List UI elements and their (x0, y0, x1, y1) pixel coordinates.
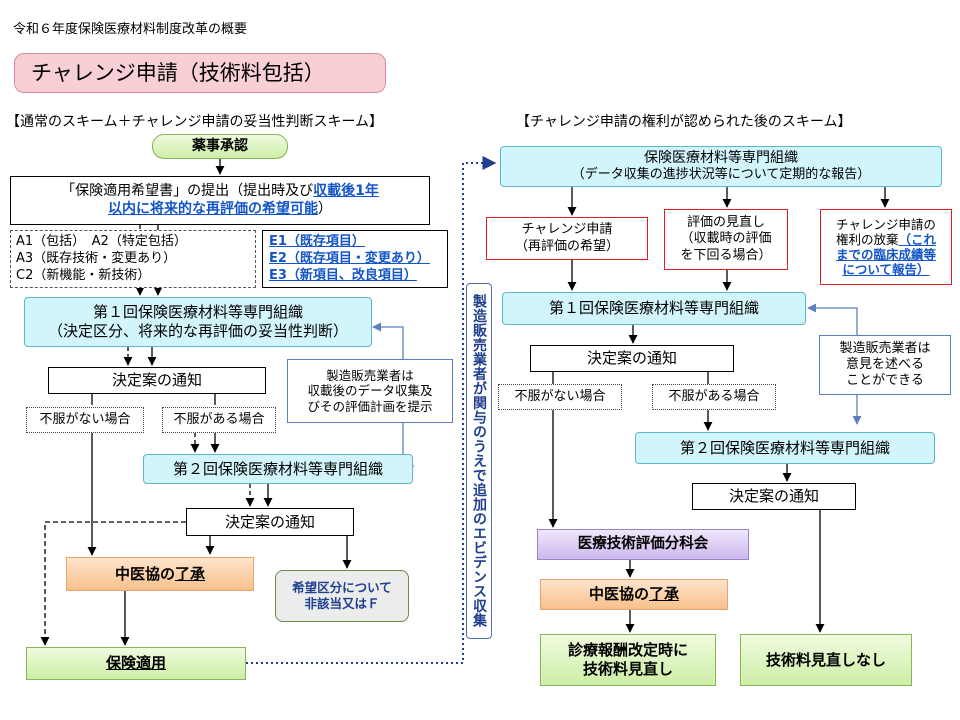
review-line: を下回る場合） (680, 247, 772, 263)
fee-revision-box: 診療報酬改定時に 技術料見直し (540, 634, 716, 686)
scheme-title-text: チャレンジ申請（技術料包括） (31, 60, 325, 85)
right-second-committee-text: 第２回保険医療材料等専門組織 (679, 438, 890, 457)
right-first-committee-text: 第１回保険医療材料等専門組織 (548, 299, 759, 318)
not-applicable-box: 希望区分について 非該当又はＦ (275, 570, 409, 622)
maker-opinion-line: ことができる (846, 373, 924, 389)
waive-line2: 権利の放棄（これ (836, 232, 936, 247)
tech-evaluation-text: 医療技術評価分科会 (577, 536, 709, 553)
maker-opinion-line: 製造販売業者は (839, 340, 931, 356)
category-e-item[interactable]: E2（既存項目・変更あり） (269, 251, 430, 266)
insurance-coverage-text: 保険適用 (105, 654, 166, 673)
fee-revision-line1: 診療報酬改定時に (567, 641, 688, 660)
evidence-collection-text: 製造販売業者が関与のうえで追加のエビデンス収集 (471, 294, 487, 628)
category-a-item: A3（既存技術・変更あり） (16, 251, 177, 266)
waive-link-b[interactable]: までの臨床成績等 (835, 247, 936, 262)
not-applicable-line: 非該当又はＦ (304, 596, 380, 611)
not-applicable-line: 希望区分について (292, 580, 392, 596)
second-committee-text: 第２回保険医療材料等専門組織 (172, 459, 383, 478)
evidence-collection-box: 製造販売業者が関与のうえで追加のエビデンス収集 (466, 283, 492, 639)
right-second-committee-box: 第２回保険医療材料等専門組織 (635, 432, 935, 464)
right-no-objection-text: 不服がない場合 (514, 388, 606, 404)
left-section-heading: 【通常のスキーム＋チャレンジ申請の妥当性判断スキーム】 (6, 114, 384, 130)
right-chuikyo-approval-box: 中医協の了承 (540, 579, 728, 610)
first-committee-subtitle: （決定区分、将来的な再評価の妥当性判断） (47, 322, 348, 340)
maker-opinion-line: 意見を述べる (845, 356, 924, 372)
right-decision-notice-1: 決定案の通知 (530, 345, 734, 372)
category-e-item[interactable]: E1（既存項目） (269, 234, 365, 249)
scheme-title-badge: チャレンジ申請（技術料包括） (14, 53, 386, 93)
challenge-application-box: チャレンジ申請 （再評価の希望） (486, 217, 648, 260)
right-decision-notice-text-2: 決定案の通知 (728, 487, 819, 506)
pharma-approval-box: 薬事承認 (152, 134, 288, 159)
chuikyo-approval-text-a: 中医協の (114, 564, 175, 583)
no-objection-text: 不服がない場合 (39, 411, 131, 427)
document-title: 令和６年度保険医療材料制度改革の概要 (13, 22, 248, 37)
maker-note-line: びその評価計画を提示 (307, 398, 433, 414)
category-e-box: E1（既存項目） E2（既存項目・変更あり） E3（新項目、改良項目） (262, 230, 448, 288)
right-objection-text: 不服がある場合 (668, 388, 760, 404)
chuikyo-approval-box: 中医協の了承 (66, 557, 254, 591)
pharma-approval-text: 薬事承認 (192, 137, 248, 154)
decision-notice-box-1: 決定案の通知 (48, 367, 266, 394)
submission-link-b[interactable]: 以内に将来的な再評価の希望可能 (108, 200, 318, 217)
waive-link-a[interactable]: （これ (898, 232, 937, 247)
right-chuikyo-text-b: 了承 (649, 585, 680, 604)
waive-right-box: チャレンジ申請の 権利の放棄（これ までの臨床成績等 について報告） (820, 209, 952, 285)
category-a-item: A1（包括） A2（特定包括） (16, 234, 187, 249)
top-committee-subtitle: （データ収集の進捗状況等について定期的な報告） (571, 167, 871, 183)
application-submission-box: 「保険適用希望書」の提出（提出時及び収載後1年 以内に将来的な再評価の希望可能） (10, 176, 430, 225)
decision-notice-text-2: 決定案の通知 (224, 512, 315, 531)
right-chuikyo-text-a: 中医協の (588, 585, 649, 604)
category-a-box: A1（包括） A2（特定包括） A3（既存技術・変更あり） C2（新機能・新技術… (10, 230, 256, 288)
maker-opinion-note: 製造販売業者は 意見を述べる ことができる (819, 335, 951, 395)
category-a-item: C2（新機能・新技術） (16, 268, 151, 283)
tech-evaluation-subcommittee-box: 医療技術評価分科会 (537, 529, 749, 560)
chuikyo-approval-text-b: 了承 (175, 564, 206, 583)
challenge-line: チャレンジ申請 (521, 222, 613, 238)
first-committee-box: 第１回保険医療材料等専門組織 （決定区分、将来的な再評価の妥当性判断） (24, 297, 372, 347)
maker-note-line: 製造販売業者は (326, 367, 414, 383)
second-committee-box: 第２回保険医療材料等専門組織 (143, 454, 413, 484)
objection-text: 不服がある場合 (173, 411, 265, 427)
waive-text: 権利の放棄 (835, 232, 899, 247)
decision-notice-text-1: 決定案の通知 (111, 371, 202, 390)
review-reassessment-box: 評価の見直し （収載時の評価 を下回る場合） (664, 209, 788, 270)
right-no-objection-label: 不服がない場合 (498, 384, 622, 410)
no-fee-revision-text: 技術料見直しなし (765, 650, 886, 669)
right-objection-label: 不服がある場合 (652, 384, 776, 410)
right-section-heading: 【チャレンジ申請の権利が認められた後のスキーム】 (516, 114, 852, 130)
right-decision-notice-text-1: 決定案の通知 (586, 349, 677, 368)
submission-text-a: 「保険適用希望書」の提出（提出時及び (61, 183, 314, 199)
objection-label: 不服がある場合 (162, 407, 276, 433)
submission-line2: 以内に将来的な再評価の希望可能） (108, 201, 332, 219)
submission-text-b: ） (318, 200, 332, 217)
submission-link-a[interactable]: 収載後1年 (313, 183, 379, 199)
no-objection-label: 不服がない場合 (26, 407, 144, 433)
decision-notice-box-2: 決定案の通知 (186, 508, 354, 536)
waive-link-c[interactable]: について報告） (842, 262, 930, 277)
submission-line1: 「保険適用希望書」の提出（提出時及び収載後1年 (61, 183, 379, 201)
maker-note-line: 収載後のデータ収集及 (307, 383, 433, 399)
fee-revision-line2: 技術料見直し (582, 660, 673, 678)
top-committee-box: 保険医療材料等専門組織 （データ収集の進捗状況等について定期的な報告） (500, 146, 942, 187)
waive-line1: チャレンジ申請の (836, 217, 936, 232)
top-committee-title: 保険医療材料等専門組織 (644, 149, 798, 166)
right-first-committee-box: 第１回保険医療材料等専門組織 (502, 292, 806, 325)
first-committee-title: 第１回保険医療材料等専門組織 (92, 303, 303, 322)
challenge-line: （再評価の希望） (514, 238, 619, 254)
insurance-coverage-box: 保険適用 (26, 647, 246, 680)
maker-data-plan-note: 製造販売業者は 収載後のデータ収集及 びその評価計画を提示 (287, 359, 453, 423)
review-line: （収載時の評価 (680, 231, 772, 247)
right-decision-notice-2: 決定案の通知 (692, 483, 856, 510)
category-e-item[interactable]: E3（新項目、改良項目） (269, 268, 417, 283)
review-line: 評価の見直し (686, 215, 765, 231)
no-fee-revision-box: 技術料見直しなし (740, 634, 912, 686)
